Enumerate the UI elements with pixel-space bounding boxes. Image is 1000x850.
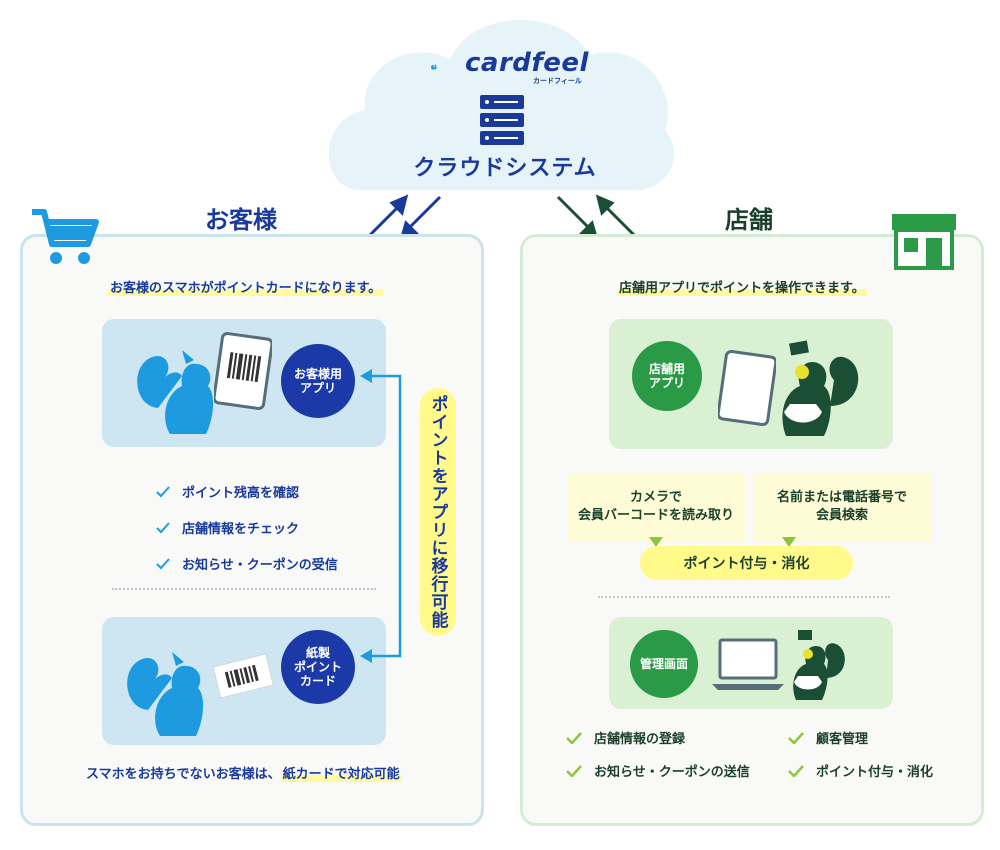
squirrel-icon (127, 652, 204, 736)
squirrel-icon (793, 630, 845, 700)
customer-title: お客様 (205, 206, 277, 234)
migration-arrow (360, 369, 402, 663)
note-text: スマホをお持ちでないお客様は、 (86, 767, 281, 782)
list-item: お知らせ・クーポンの送信 (566, 761, 750, 780)
squirrel-logo-icon (431, 64, 437, 70)
check-icon (566, 764, 582, 777)
list-item: 顧客管理 (788, 728, 868, 747)
check-icon (156, 521, 170, 533)
admin-bubble: 管理画面 (630, 630, 698, 698)
check-icon (788, 731, 804, 744)
squirrel-icon (782, 340, 859, 436)
list-item: ポイント付与・消化 (788, 761, 933, 780)
tablet-icon (718, 350, 776, 426)
paper-card-bubble: 紙製 ポイント カード (281, 630, 355, 704)
migration-label: ポイントをアプリに移行可能 (420, 388, 456, 636)
list-item: お知らせ・クーポンの受信 (156, 554, 338, 573)
admin-feature-label: 顧客管理 (816, 732, 869, 747)
points-pill: ポイント付与・消化 (640, 546, 853, 580)
customer-subtitle: お客様のスマホがポイントカードになります。 (108, 277, 384, 296)
store-icon (892, 214, 956, 270)
tablet-icon (214, 332, 272, 410)
squirrel-icon (137, 350, 214, 434)
laptop-icon (712, 638, 784, 690)
brand-name: cardfeel (465, 48, 589, 78)
check-icon (566, 731, 582, 744)
admin-feature-label: お知らせ・クーポンの送信 (594, 765, 750, 780)
paper-card-icon (212, 653, 274, 699)
method-camera-box: カメラで 会員バーコードを読み取り (567, 473, 745, 541)
admin-feature-label: 店舗情報の登録 (594, 732, 686, 747)
admin-feature-list: 店舗情報の登録 お知らせ・クーポンの送信 顧客管理 ポイント付与・消化 (566, 728, 966, 788)
cloud-system-title: クラウドシステム (413, 156, 597, 181)
down-arrow-icon (649, 537, 663, 547)
store-title: 店舗 (725, 206, 773, 234)
feature-label: 店舗情報をチェック (182, 522, 300, 537)
customer-app-bubble: お客様用 アプリ (281, 344, 355, 418)
server-icon (480, 95, 524, 145)
feature-label: ポイント残高を確認 (182, 486, 300, 501)
note-highlight: 紙カードで対応可能 (280, 767, 402, 782)
list-item: 店舗情報をチェック (156, 518, 299, 537)
store-app-bubble: 店舗用 アプリ (632, 341, 702, 411)
paper-card-note: スマホをお持ちでないお客様は、紙カードで対応可能 (86, 763, 402, 782)
method-name-search-box: 名前または電話番号で 会員検索 (753, 473, 931, 541)
feature-label: お知らせ・クーポンの受信 (182, 558, 338, 573)
divider (112, 588, 376, 590)
check-icon (156, 485, 170, 497)
store-subtitle-text: 店舗用アプリでポイントを操作できます。 (617, 281, 867, 296)
customer-subtitle-text: お客様のスマホがポイントカードになります。 (108, 281, 384, 296)
list-item: 店舗情報の登録 (566, 728, 685, 747)
brand-subtitle: カードフィール (533, 77, 582, 85)
divider (598, 596, 890, 598)
check-icon (156, 557, 170, 569)
customer-feature-list: ポイント残高を確認 店舗情報をチェック お知らせ・クーポンの受信 (156, 482, 396, 582)
store-subtitle: 店舗用アプリでポイントを操作できます。 (617, 277, 867, 296)
check-icon (788, 764, 804, 777)
cart-icon (32, 209, 99, 264)
list-item: ポイント残高を確認 (156, 482, 299, 501)
down-arrow-icon (782, 537, 796, 547)
admin-feature-label: ポイント付与・消化 (816, 765, 934, 780)
